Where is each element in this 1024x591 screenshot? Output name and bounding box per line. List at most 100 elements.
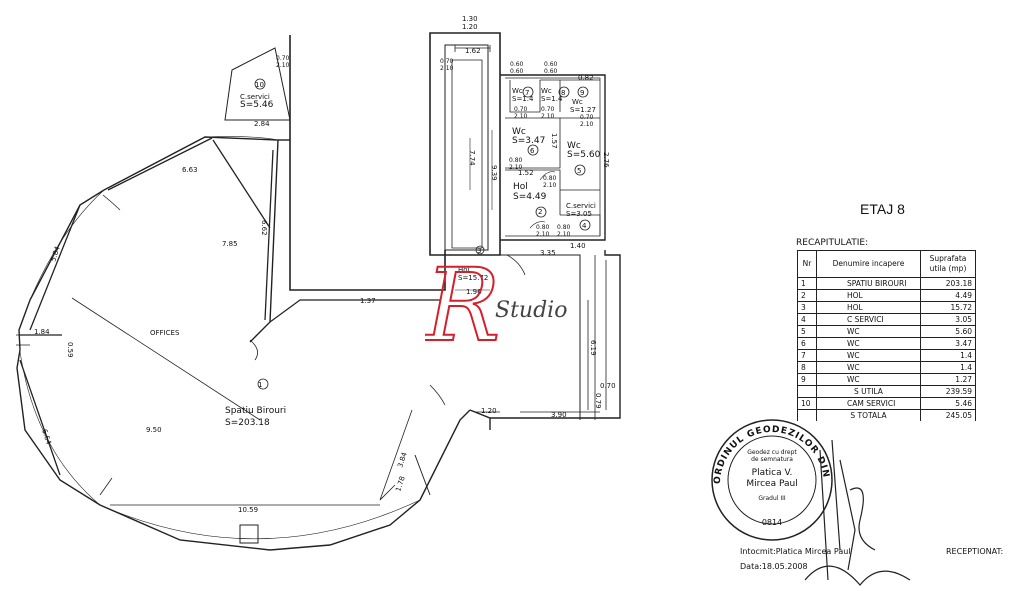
row-8-val: 1.4 bbox=[920, 361, 976, 374]
room-9-name: Wc bbox=[572, 98, 583, 106]
dim-3-90: 3.90 bbox=[551, 411, 567, 419]
row-6-name: WC bbox=[816, 337, 921, 350]
room-9-num: 9 bbox=[580, 89, 584, 97]
room-6-num: 6 bbox=[530, 147, 535, 155]
header-name: Denumire incapere bbox=[816, 250, 921, 278]
room-1-area: S=203.18 bbox=[225, 418, 270, 428]
row-2-nr: 2 bbox=[797, 289, 817, 302]
row-2-val: 4.49 bbox=[920, 289, 976, 302]
row-6-val: 3.47 bbox=[920, 337, 976, 350]
dim-0-70: 0.70 bbox=[600, 382, 616, 390]
stamp-number: 0814 bbox=[762, 518, 782, 527]
dim-1-40: 1.40 bbox=[570, 242, 586, 250]
row-7-nr: 7 bbox=[797, 349, 817, 362]
dim-0-82: 0.82 bbox=[578, 74, 594, 82]
row-9-nr: 9 bbox=[797, 373, 817, 386]
room-3-area: S=15.72 bbox=[458, 274, 488, 282]
dim-9-39: 9.39 bbox=[490, 165, 498, 181]
s-utila-label: S UTILA bbox=[816, 385, 921, 398]
row-2-name: HOL bbox=[816, 289, 921, 302]
row-3-nr: 3 bbox=[797, 301, 817, 314]
surveyor-stamp: ORDINUL GEODEZILOR DIN ROMANIA Geodez cu… bbox=[702, 414, 833, 541]
row-4-name: C SERVICI bbox=[816, 313, 921, 326]
dim-1-30: 1.30 bbox=[462, 15, 478, 23]
dim-6-62: 6.62 bbox=[260, 220, 268, 236]
row-5-val: 5.60 bbox=[920, 325, 976, 338]
s-totala-row: S TOTALA 245.05 bbox=[797, 409, 976, 421]
room-6-name: Wc bbox=[512, 127, 526, 137]
room-9-area: S=1.27 bbox=[570, 106, 596, 114]
room-7-name: Wc bbox=[512, 87, 523, 95]
s-totala-val: 245.05 bbox=[920, 409, 976, 421]
room-3-num: 3 bbox=[477, 247, 481, 255]
row-4-val: 3.05 bbox=[920, 313, 976, 326]
row-1-val: 203.18 bbox=[920, 277, 976, 290]
prepared-by: Intocmit:Platica Mircea Paul bbox=[740, 547, 851, 556]
room-4-num: 4 bbox=[582, 222, 587, 230]
room-8-name: Wc bbox=[541, 87, 552, 95]
dim-3-35: 3.35 bbox=[540, 249, 556, 257]
dim-9-50: 9.50 bbox=[146, 426, 162, 434]
row-1-name: SPATIU BIROURI bbox=[816, 277, 921, 290]
studio-watermark: R Studio bbox=[425, 246, 567, 355]
date-line: Data:18.05.2008 bbox=[740, 562, 808, 571]
row-10-nr: 10 bbox=[797, 397, 817, 410]
watermark-text: Studio bbox=[495, 298, 567, 323]
dim-10-59: 10.59 bbox=[238, 506, 258, 514]
stamp-grade: Gradul III bbox=[758, 495, 786, 502]
dim-1-20: 1.20 bbox=[481, 407, 497, 415]
s-utila-row: S UTILA 239.59 bbox=[797, 385, 976, 398]
recap-title: RECAPITULATIE: bbox=[796, 238, 869, 248]
room-2-name: Hol bbox=[513, 182, 528, 192]
room-6-area: S=3.47 bbox=[512, 136, 545, 146]
signature bbox=[804, 439, 911, 586]
recap-header-row: Nr Denumire incapere Suprafata utila (mp… bbox=[797, 250, 976, 278]
dim-0-79: 0.79 bbox=[594, 393, 602, 409]
room-10-name: C.servici bbox=[240, 93, 270, 101]
dim-1-52: 1.52 bbox=[518, 169, 534, 177]
dim-1-78: 1.78 bbox=[394, 475, 406, 492]
room-5-name: Wc bbox=[567, 141, 581, 151]
row-1-nr: 1 bbox=[797, 277, 817, 290]
room-1-name: Spatiu Birouri bbox=[225, 406, 286, 416]
floor-title: ETAJ 8 bbox=[860, 201, 905, 217]
dim-1-57: 1.57 bbox=[550, 133, 558, 149]
dim-2-84: 2.84 bbox=[254, 120, 270, 128]
row-5-nr: 5 bbox=[797, 325, 817, 338]
dim-6-19: 6.19 bbox=[589, 340, 597, 356]
room-7-num: 7 bbox=[525, 89, 529, 97]
room-4-area: S=3.05 bbox=[566, 210, 592, 218]
dim-1-37: 1.37 bbox=[360, 297, 376, 305]
dim-2-76: 2.76 bbox=[602, 152, 610, 168]
header-nr: Nr bbox=[797, 250, 817, 278]
dim-1-20-top: 1.20 bbox=[462, 23, 478, 31]
room-10-area: S=5.46 bbox=[240, 100, 274, 110]
s-utila-val: 239.59 bbox=[920, 385, 976, 398]
row-7-name: WC bbox=[816, 349, 921, 362]
room-8-num: 8 bbox=[561, 89, 565, 97]
offices-tag: OFFICES bbox=[150, 329, 180, 337]
floor-plan: 1 Spatiu Birouri S=203.18 OFFICES 2 Hol … bbox=[16, 15, 621, 551]
stamp-line2: de semnatura bbox=[751, 456, 793, 463]
dim-1-62: 1.62 bbox=[465, 47, 481, 55]
room-10-num: 10 bbox=[255, 81, 264, 89]
room-2-area: S=4.49 bbox=[513, 192, 547, 202]
dim-6-63: 6.63 bbox=[182, 166, 198, 174]
room-5-area: S=5.60 bbox=[567, 150, 601, 160]
row-9-name: WC bbox=[816, 373, 921, 386]
room-3-name: Hol bbox=[458, 266, 470, 274]
